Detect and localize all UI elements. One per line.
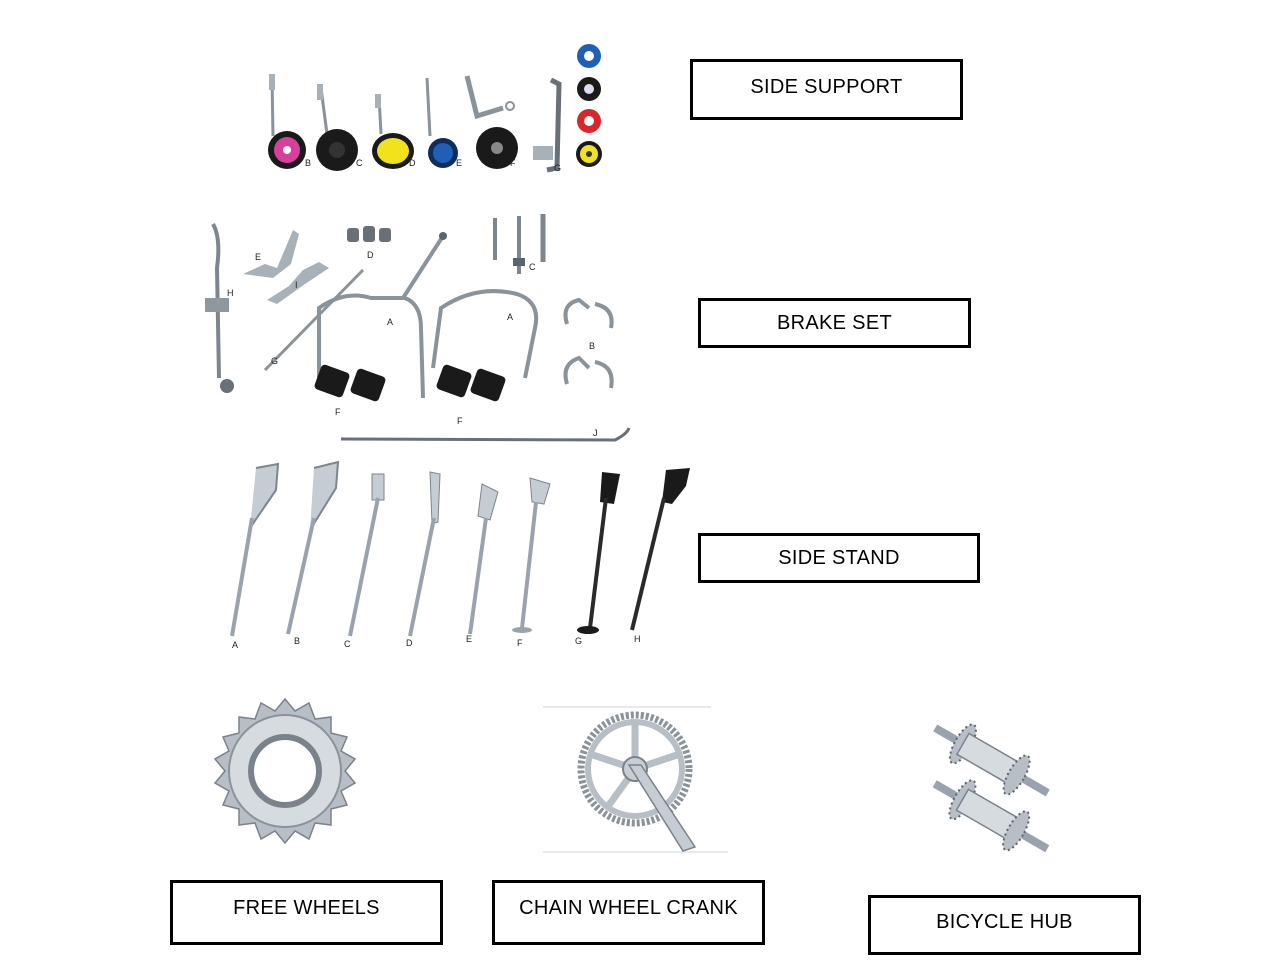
chain-wheel-crank-label: CHAIN WHEEL CRANK (492, 880, 765, 945)
brake-calliper-a-1 (317, 232, 447, 399)
training-wheel-d (372, 94, 414, 169)
stand-letter-e: E (466, 634, 472, 644)
brake-rod-j (340, 427, 631, 442)
side-stand-label-text: SIDE STAND (778, 546, 900, 569)
brake-pads-f-1 (314, 364, 386, 402)
kickstand-c (348, 473, 385, 637)
stand-letter-d: D (406, 638, 413, 648)
brake-letter-f-1: F (335, 407, 341, 417)
brake-letter-h: H (227, 288, 234, 298)
chain-wheel-crank-image (543, 706, 728, 853)
wheel-letter-e: E (456, 158, 462, 168)
hub-lower (932, 779, 1050, 853)
brake-pads-f-2 (436, 364, 506, 402)
kickstand-a (230, 462, 280, 637)
chainring-teeth (577, 711, 693, 827)
crank-arm (627, 764, 697, 852)
side-support-label: SIDE SUPPORT (690, 59, 963, 120)
kickstand-e (468, 483, 499, 635)
training-wheel-bracket-g (533, 77, 562, 173)
chain-wheel-crank-label-text: CHAIN WHEEL CRANK (519, 897, 738, 919)
hub-upper (933, 723, 1050, 797)
training-wheel-b (268, 74, 306, 169)
side-stand-label: SIDE STAND (698, 533, 980, 583)
wheel-letter-c: C (356, 158, 363, 168)
stand-letter-h: H (634, 634, 641, 644)
bicycle-hub-label: BICYCLE HUB (868, 895, 1141, 955)
wheel-color-options (576, 44, 602, 167)
brake-set-label-text: BRAKE SET (777, 311, 892, 334)
stand-letter-b: B (294, 636, 300, 646)
free-wheel-image (213, 697, 357, 845)
brake-rod-g (263, 268, 365, 372)
wheel-letter-b: B (305, 158, 311, 168)
kickstand-f (512, 477, 551, 633)
training-wheel-e (425, 77, 458, 168)
bicycle-hub-label-text: BICYCLE HUB (936, 911, 1073, 933)
brake-bracket-e (243, 230, 299, 278)
brake-set-label: BRAKE SET (698, 298, 971, 348)
wheel-letter-f: F (510, 158, 516, 168)
brake-letter-a-1: A (387, 317, 393, 327)
brake-nuts-d (347, 226, 391, 242)
free-wheels-label-text: FREE WHEELS (233, 897, 380, 919)
brake-letter-i: I (295, 280, 298, 290)
brake-letter-d: D (367, 250, 374, 260)
brake-letter-b: B (589, 341, 595, 351)
brake-letter-e: E (255, 252, 261, 262)
free-wheels-label: FREE WHEELS (170, 880, 443, 945)
side-support-label-text: SIDE SUPPORT (750, 76, 903, 98)
brake-letter-f-2: F (457, 416, 463, 426)
training-wheel-f (464, 75, 518, 169)
kickstand-h (630, 468, 690, 631)
brake-letter-g: G (271, 356, 278, 366)
wheel-letter-d: D (409, 158, 416, 168)
kickstand-g (577, 472, 620, 634)
stand-letter-a: A (232, 640, 238, 650)
stand-letter-c: C (344, 639, 351, 649)
training-wheel-c (316, 84, 358, 171)
kickstand-d (408, 471, 441, 637)
brake-clips-b (563, 297, 614, 389)
side-stand-image: A B C D E F G H (230, 460, 690, 650)
side-support-image: B C D E F G (268, 44, 602, 173)
brake-letter-c: C (529, 262, 536, 272)
brake-letter-a-2: A (507, 312, 513, 322)
brake-bracket-i (267, 262, 329, 304)
bicycle-hub-image (932, 723, 1050, 853)
brake-set-image: H E I D C G A F A F (205, 214, 631, 442)
brake-letter-j: J (593, 428, 598, 438)
brake-lever-h (205, 223, 234, 393)
wheel-letter-g: G (554, 163, 561, 173)
stand-letter-f: F (517, 638, 523, 648)
kickstand-b (286, 460, 340, 635)
brake-calliper-a-2 (431, 289, 539, 379)
brake-bolts-c (493, 214, 546, 274)
stand-letter-g: G (575, 636, 582, 646)
